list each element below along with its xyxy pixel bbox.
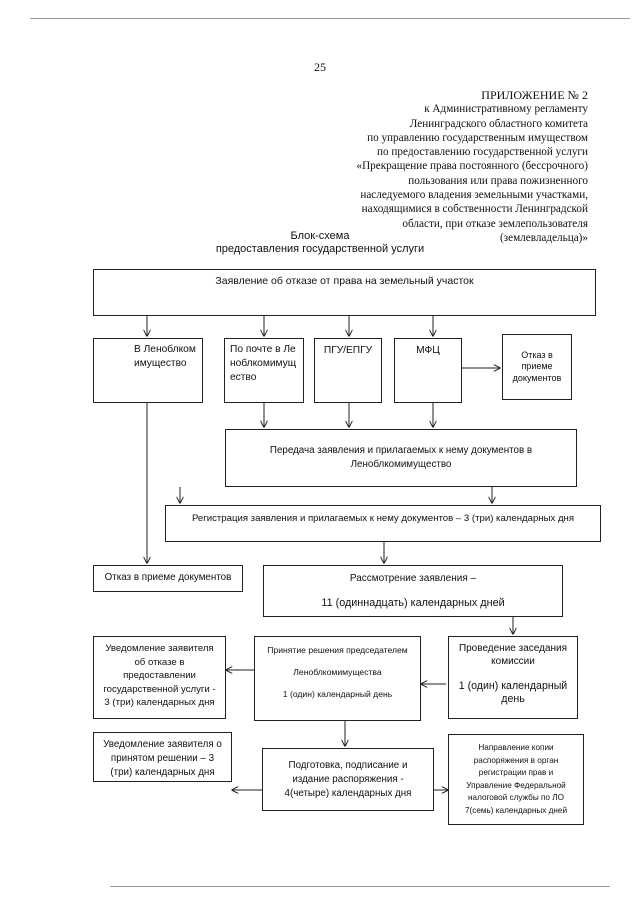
refusal-reception-right-text: Отказ в приеме документов <box>512 349 562 383</box>
decision-box: Принятие решения председателем Леноблком… <box>254 636 421 721</box>
by-mail-text: По почте в Леноблкомимущество <box>230 344 297 383</box>
notify-refusal-box: Уведомление заявителя об отказе в предос… <box>93 636 226 719</box>
appendix-line: к Административному регламенту <box>424 103 588 116</box>
order-box: Подготовка, подписание и издание распоря… <box>262 748 434 811</box>
forward-box: Направление копии распоряжения в орган р… <box>448 734 584 825</box>
review-text-line2: 11 (одиннадцать) календарных дней <box>321 597 505 609</box>
refusal-reception-right-box: Отказ в приеме документов <box>502 334 572 400</box>
scheme-title-main: Блок-схема <box>290 230 350 242</box>
page-number: 25 <box>314 60 326 74</box>
decision-text-line3: 1 (один) календарный день <box>282 689 393 699</box>
lenoblkom-direct-box: В Леноблкомимущество <box>93 338 203 403</box>
application-text: Заявление об отказе от права на земельны… <box>215 275 474 287</box>
appendix-line: ПРИЛОЖЕНИЕ № 2 <box>481 88 588 102</box>
appendix-line: (землевладельца)» <box>499 231 588 244</box>
commission-box: Проведение заседания комиссии 1 (один) к… <box>448 636 578 719</box>
scheme-title: Блок-схема предоставления государственно… <box>160 230 480 256</box>
review-box: Рассмотрение заявления – 11 (одиннадцать… <box>263 565 563 617</box>
appendix-line: пользования или права пожизненного <box>408 174 588 187</box>
mfc-box: МФЦ <box>394 338 462 403</box>
appendix-line: по управлению государственным имуществом <box>367 131 588 144</box>
scheme-title-sub: предоставления государственной услуги <box>215 243 425 255</box>
review-text-line1: Рассмотрение заявления – <box>349 573 477 584</box>
commission-text-line2: 1 (один) календарный день <box>458 680 568 705</box>
notify-decision-box: Уведомление заявителя о принятом решении… <box>93 732 232 782</box>
appendix-line: Ленинградского областного комитета <box>409 117 588 130</box>
pgu-box: ПГУ/ЕПГУ <box>314 338 382 403</box>
appendix-line: наследуемого владения земельными участка… <box>360 189 588 202</box>
commission-text-line1: Проведение заседания комиссии <box>458 643 568 667</box>
notify-refusal-text: Уведомление заявителя об отказе в предос… <box>103 643 216 708</box>
transfer-text: Передача заявления и прилагаемых к нему … <box>269 445 533 470</box>
appendix-line: области, при отказе землепользователя <box>402 217 588 230</box>
lenoblkom-direct-text: В Леноблкомимущество <box>134 344 196 369</box>
mfc-text: МФЦ <box>416 345 440 356</box>
transfer-box: Передача заявления и прилагаемых к нему … <box>225 429 577 487</box>
scan-top-line <box>30 18 630 19</box>
refusal-reception-left-box: Отказ в приеме документов <box>93 565 243 592</box>
application-box: Заявление об отказе от права на земельны… <box>93 269 596 316</box>
order-text: Подготовка, подписание и издание распоря… <box>284 759 412 799</box>
decision-text-line1: Принятие решения председателем <box>267 645 408 655</box>
appendix-header: ПРИЛОЖЕНИЕ № 2 к Административному регла… <box>288 88 588 245</box>
appendix-line: «Прекращение права постоянного (бессрочн… <box>356 160 588 173</box>
pgu-text: ПГУ/ЕПГУ <box>323 345 373 356</box>
appendix-line: по предоставлению государственной услуги <box>377 146 588 159</box>
appendix-line: находящимися в собственности Ленинградск… <box>361 203 588 216</box>
registration-text: Регистрация заявления и прилагаемых к не… <box>191 513 575 524</box>
forward-text: Направление копии распоряжения в орган р… <box>464 743 568 815</box>
notify-decision-text: Уведомление заявителя о принятом решении… <box>103 739 222 778</box>
registration-box: Регистрация заявления и прилагаемых к не… <box>165 505 601 542</box>
scan-bottom-line <box>110 886 610 887</box>
decision-text-line2: Леноблкомимущества <box>293 667 382 677</box>
by-mail-box: По почте в Леноблкомимущество <box>224 338 304 403</box>
refusal-reception-left-text: Отказ в приеме документов <box>104 572 232 583</box>
